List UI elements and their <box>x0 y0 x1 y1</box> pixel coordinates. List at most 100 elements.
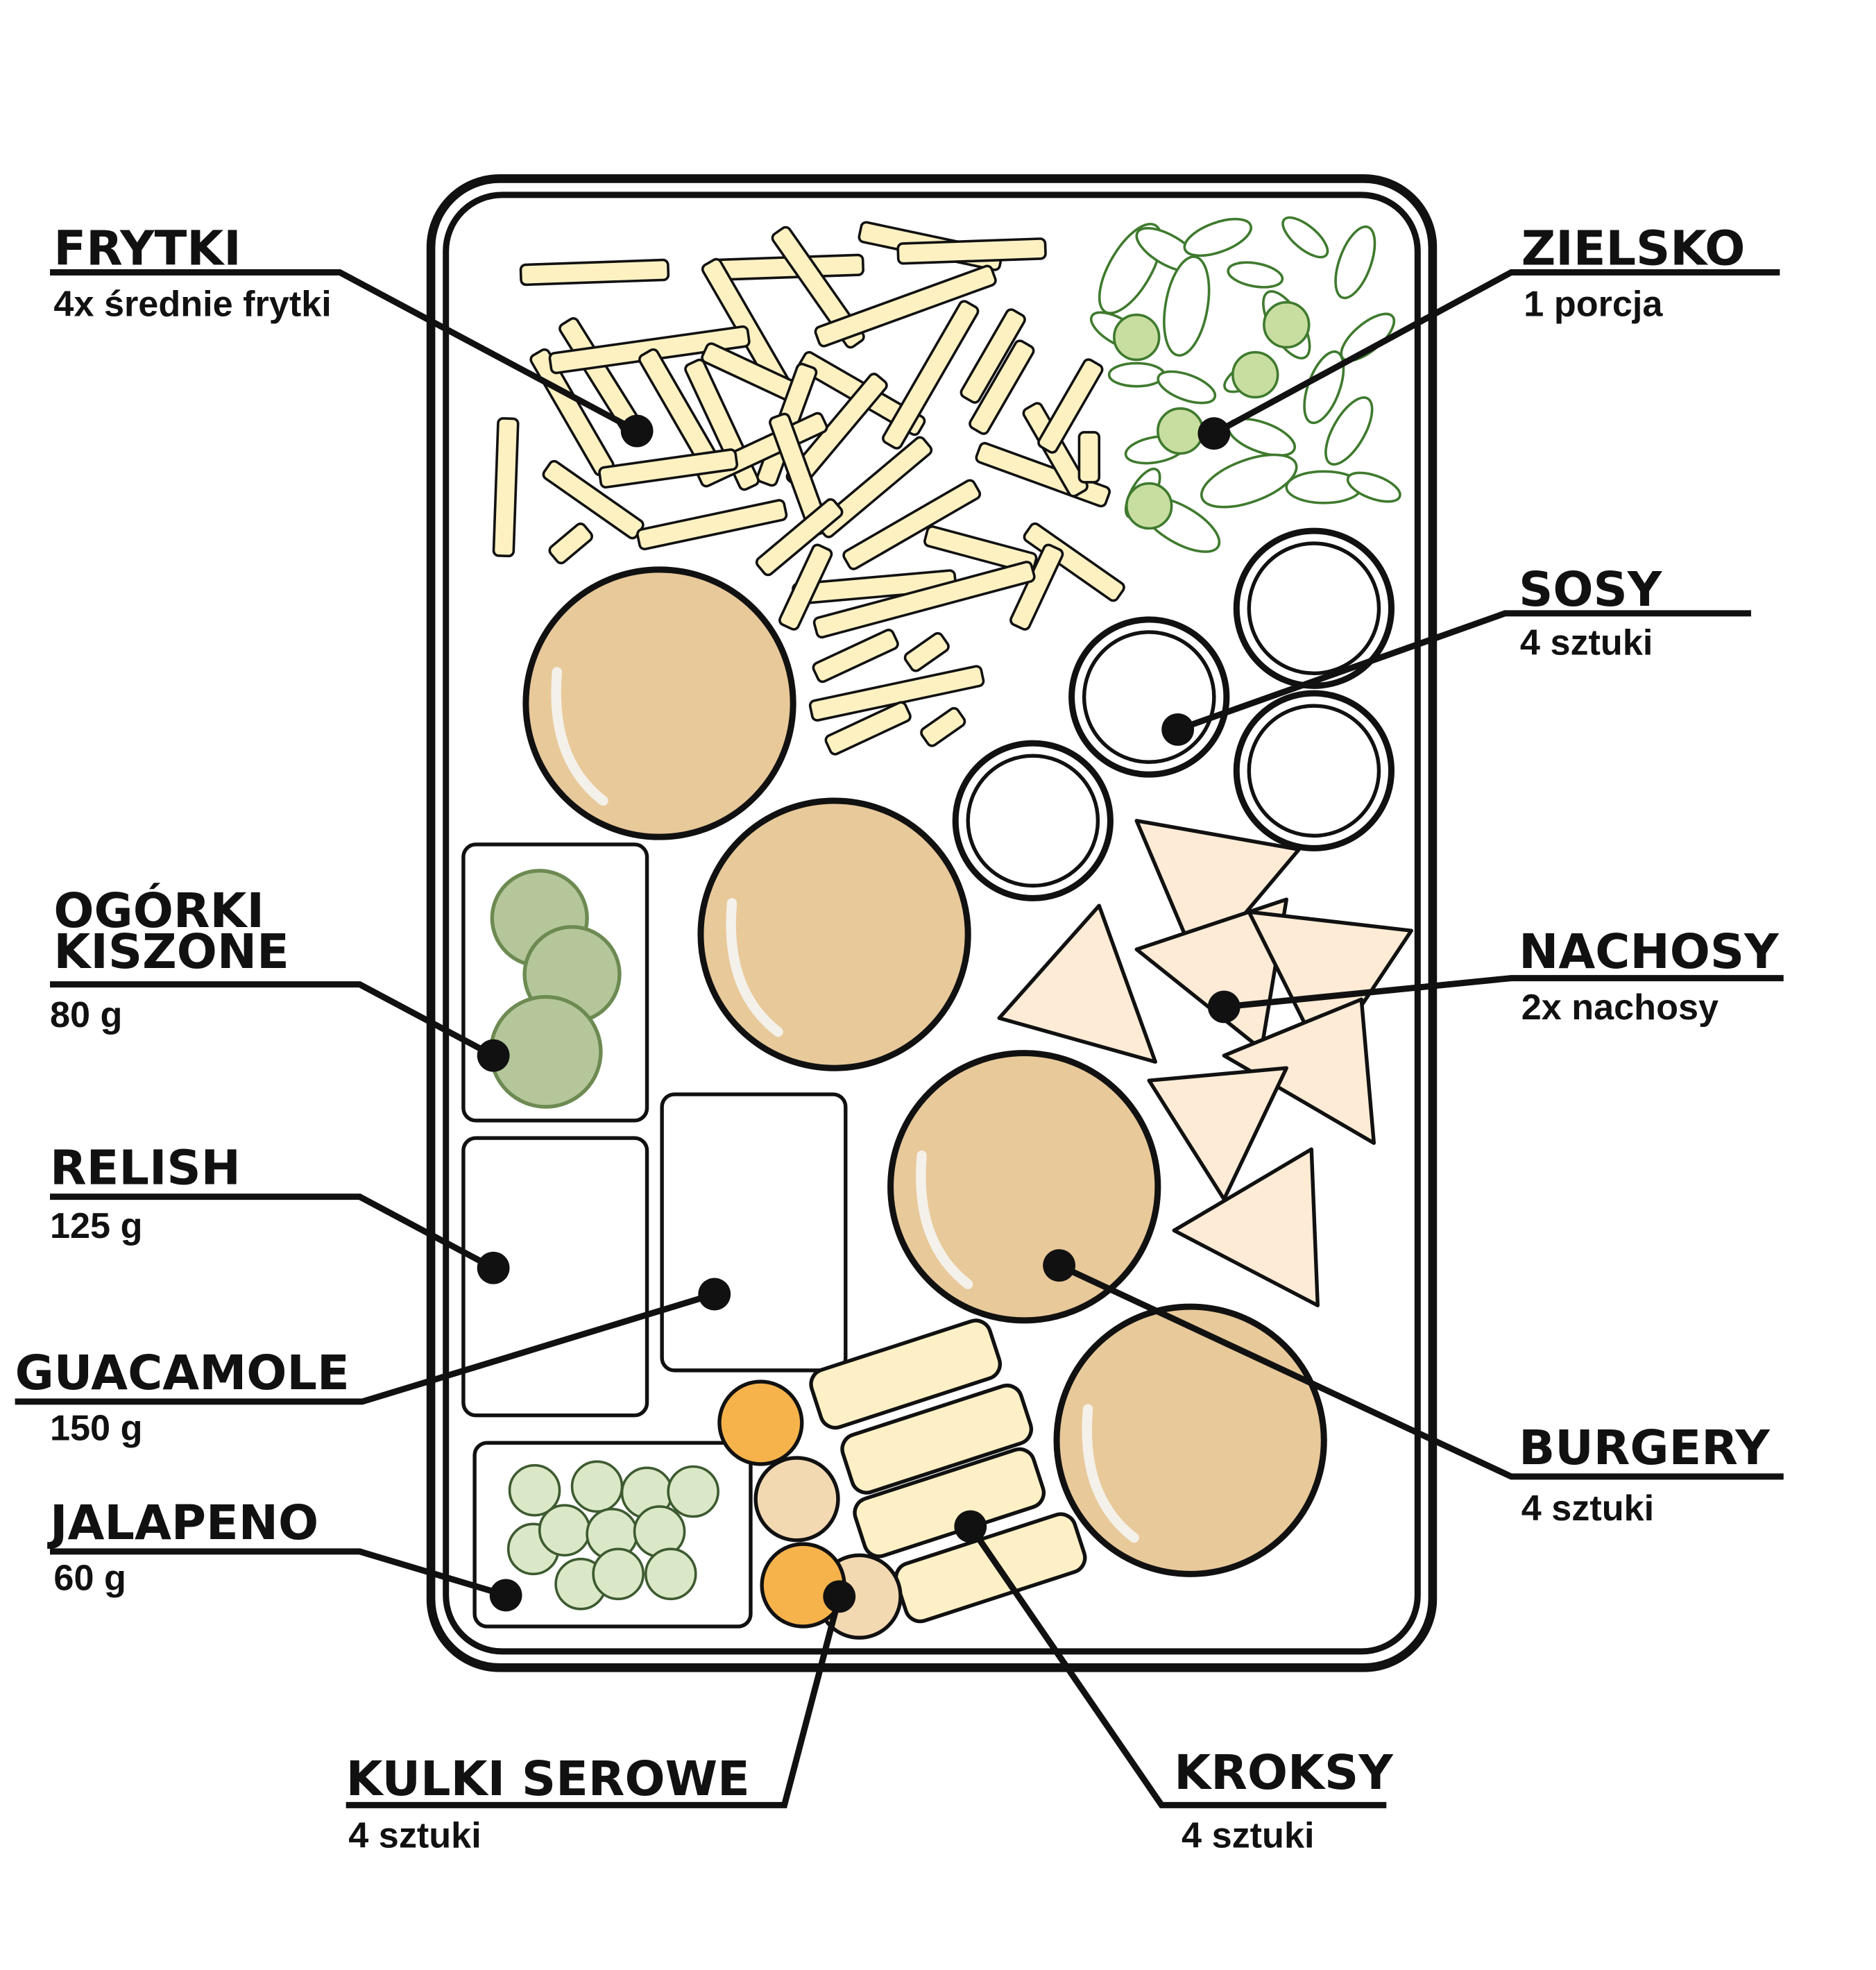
sub-relish: 125 g <box>50 1206 142 1246</box>
leaf <box>1334 225 1376 300</box>
fries-group <box>492 221 1125 756</box>
fry <box>1023 522 1125 602</box>
fry <box>636 499 788 551</box>
label-guacamole: GUACAMOLE <box>15 1346 350 1401</box>
dot-kroksy <box>954 1510 987 1543</box>
croquette <box>840 1383 1034 1495</box>
sauce-cup-rim <box>1082 630 1216 764</box>
fry <box>842 479 982 570</box>
burger-highlight <box>726 898 783 1037</box>
label-kroksy: KROKSY <box>1174 1746 1394 1801</box>
fry <box>598 448 739 489</box>
label-relish: RELISH <box>50 1141 241 1196</box>
dot-frytki <box>620 414 654 448</box>
fry <box>1037 358 1104 454</box>
fry <box>824 701 912 756</box>
burger <box>1053 1303 1327 1577</box>
fry <box>1077 431 1101 484</box>
dot-zielsko <box>1197 417 1231 450</box>
fry <box>519 258 670 287</box>
fry <box>969 339 1035 435</box>
guacamole-box <box>660 1092 848 1373</box>
nacho-chip <box>1222 997 1376 1145</box>
fry <box>778 543 833 631</box>
dot-relish <box>477 1251 510 1284</box>
leader-relish <box>50 1194 495 1271</box>
jalapeno-slice <box>508 1463 561 1517</box>
leaf <box>1227 261 1284 289</box>
leader-ogorki <box>50 981 495 1059</box>
jalapeno-slice <box>644 1547 697 1601</box>
fry <box>771 226 865 349</box>
leader-lines <box>15 269 1784 1808</box>
dot-kulki <box>823 1580 856 1613</box>
leaf <box>1281 216 1329 259</box>
leader-kroksy <box>968 1525 1387 1808</box>
label-frytki: FRYTKI <box>53 222 241 277</box>
pickles-group <box>488 869 622 1109</box>
label-jalapeno: JALAPENO <box>47 1496 318 1551</box>
nachos-group <box>997 819 1413 1307</box>
leaf <box>1107 362 1166 388</box>
jalapeno-slice <box>667 1465 719 1518</box>
leaf <box>1324 396 1374 466</box>
leader-guacamole <box>15 1291 716 1405</box>
burger <box>522 566 796 840</box>
dot-guacamole <box>698 1277 731 1311</box>
cheese-ball <box>753 1456 840 1543</box>
fry <box>812 561 1036 639</box>
sub-sosy: 4 sztuki <box>1520 622 1653 663</box>
jalapeno-slice <box>570 1460 624 1513</box>
label-sosy: SOSY <box>1519 563 1663 618</box>
label-burgery: BURGERY <box>1519 1421 1771 1476</box>
jalapeno-slice <box>592 1547 645 1601</box>
leaf <box>1183 217 1252 257</box>
fry <box>492 417 520 558</box>
nacho-chip <box>1134 897 1288 1051</box>
burger-highlight <box>551 667 608 806</box>
arugula-leaf <box>1157 407 1204 455</box>
label-ogorki-2: KISZONE <box>53 925 289 980</box>
nacho-chip <box>1247 910 1413 1064</box>
leaf <box>1157 370 1217 405</box>
leader-sosy <box>1177 610 1751 733</box>
arugula-leaf <box>1231 350 1279 399</box>
sub-ogorki: 80 g <box>50 995 122 1035</box>
fry <box>882 300 980 450</box>
burger <box>697 797 971 1071</box>
leaf <box>1346 471 1401 503</box>
sauce-cup-rim <box>1247 541 1381 676</box>
leader-jalapeno <box>50 1548 507 1599</box>
fry <box>896 237 1047 265</box>
arugula-leaf <box>1263 300 1311 349</box>
dot-nachosy <box>1207 990 1240 1024</box>
burger-highlight <box>916 1150 973 1289</box>
nacho-chip <box>997 903 1157 1064</box>
croquette <box>809 1318 1003 1430</box>
fry <box>920 706 966 747</box>
burger <box>887 1050 1161 1324</box>
jalapeno-group <box>506 1460 719 1611</box>
fry <box>923 525 1038 575</box>
sub-frytki: 4x średnie frytki <box>53 284 331 324</box>
leader-zielsko <box>1212 269 1780 436</box>
fry <box>812 629 899 683</box>
greens-group <box>1089 216 1401 553</box>
sub-kulki: 4 sztuki <box>348 1816 481 1856</box>
fry <box>755 498 844 577</box>
sub-kroksy: 4 sztuki <box>1182 1816 1314 1856</box>
dot-ogorki <box>477 1039 510 1072</box>
tray-inner <box>443 192 1421 1655</box>
dot-jalapeno <box>489 1579 522 1612</box>
label-ogorki-1: OGÓRKI <box>53 883 264 939</box>
fry <box>548 522 593 565</box>
fry <box>814 264 997 348</box>
nacho-chip <box>1147 1066 1288 1201</box>
relish-box <box>461 1136 649 1418</box>
sauce-cup-rim <box>966 754 1100 888</box>
dot-sosy <box>1161 713 1195 746</box>
burger-highlight <box>1082 1404 1139 1543</box>
croquettes-group <box>809 1318 1087 1624</box>
nacho-chip <box>1134 819 1301 970</box>
